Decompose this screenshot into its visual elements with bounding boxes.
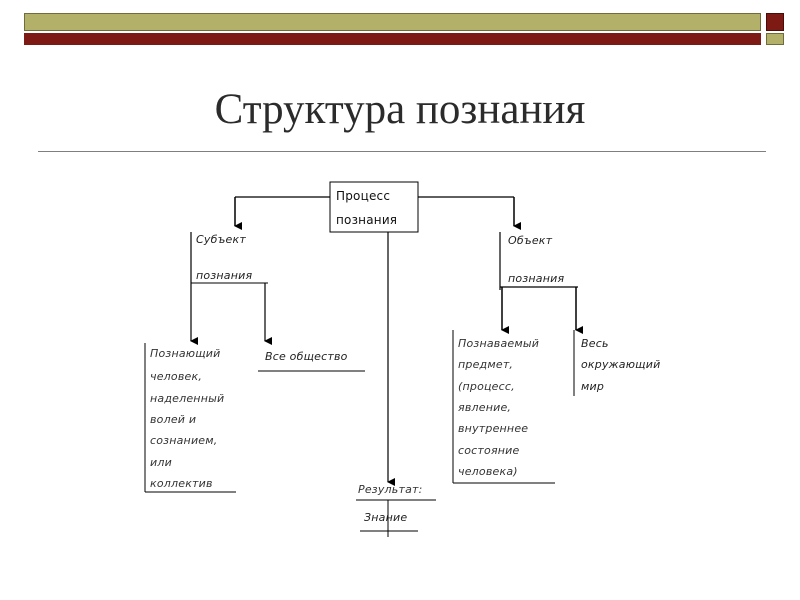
known-object-line-2: предмет, <box>458 358 514 371</box>
whole-world-line-1: Весь <box>581 337 609 350</box>
cognizer-line-1: Познающий <box>150 347 221 360</box>
center-box-label-1: Процесс <box>336 189 391 203</box>
corner-square-top <box>766 13 784 31</box>
subject-label-1: Субъект <box>196 233 246 246</box>
cognizer-line-6: или <box>150 456 172 469</box>
known-object-line-6: состояние <box>458 444 520 457</box>
result-label: Результат: <box>358 483 423 496</box>
known-object-line-4: явление, <box>458 401 512 414</box>
known-object-line-5: внутреннее <box>458 422 529 435</box>
known-object-line-1: Познаваемый <box>458 337 540 350</box>
center-box <box>329 181 419 233</box>
cognizer-line-2: человек, <box>150 370 203 383</box>
corner-square-bottom <box>766 33 784 45</box>
center-box-label-2: познания <box>336 213 398 227</box>
title-divider <box>38 151 766 152</box>
header-bar <box>24 13 761 31</box>
subject-label-2: познания <box>196 269 253 282</box>
known-object-line-3: (процесс, <box>458 380 515 393</box>
cognizer-line-7: коллектив <box>150 477 213 490</box>
cognizer-line-5: сознанием, <box>150 434 218 447</box>
whole-world-line-3: мир <box>581 380 605 393</box>
object-label-2: познания <box>508 272 565 285</box>
cognizer-line-3: наделенный <box>150 392 225 405</box>
header-stripe <box>24 33 761 45</box>
known-object-line-7: человека) <box>458 465 518 478</box>
slide-title: Структура познания <box>214 86 586 133</box>
cognizer-line-4: волей и <box>150 413 197 426</box>
knowledge-label: Знание <box>364 511 408 524</box>
object-label-1: Объект <box>508 234 553 247</box>
whole-world-line-2: окружающий <box>581 358 661 371</box>
society-label: Все общество <box>265 350 348 363</box>
